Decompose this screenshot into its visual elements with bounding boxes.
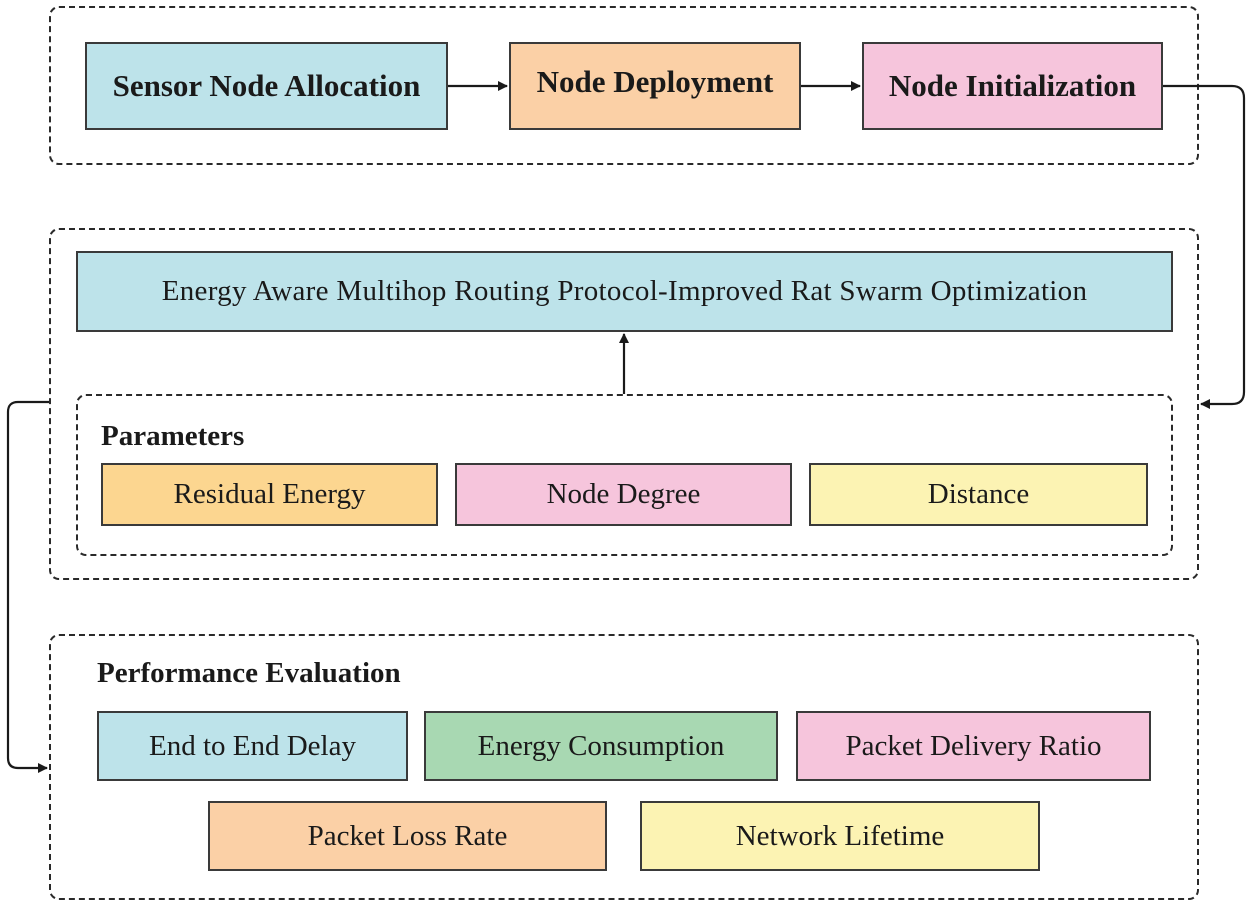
parameters-heading: Parameters bbox=[101, 420, 245, 452]
routing-stage-group bbox=[49, 228, 1199, 580]
node-degree-box: Node Degree bbox=[455, 463, 792, 526]
node-initialization-box: Node Initialization bbox=[862, 42, 1163, 130]
distance-box: Distance bbox=[809, 463, 1148, 526]
performance-evaluation-heading: Performance Evaluation bbox=[97, 657, 401, 689]
routing-protocol-box: Energy Aware Multihop Routing Protocol-I… bbox=[76, 251, 1173, 332]
end-to-end-delay-box: End to End Delay bbox=[97, 711, 408, 781]
residual-energy-box: Residual Energy bbox=[101, 463, 438, 526]
performance-evaluation-group bbox=[49, 634, 1199, 900]
energy-consumption-box: Energy Consumption bbox=[424, 711, 778, 781]
sensor-node-allocation-box: Sensor Node Allocation bbox=[85, 42, 448, 130]
network-lifetime-box: Network Lifetime bbox=[640, 801, 1040, 871]
parameters-group bbox=[76, 394, 1173, 556]
arrow-routing-to-evaluation bbox=[6, 400, 49, 773]
node-deployment-box: Node Deployment bbox=[509, 42, 801, 130]
arrow-initialization-to-parameters bbox=[1163, 84, 1246, 409]
packet-loss-rate-box: Packet Loss Rate bbox=[208, 801, 607, 871]
packet-delivery-ratio-box: Packet Delivery Ratio bbox=[796, 711, 1151, 781]
